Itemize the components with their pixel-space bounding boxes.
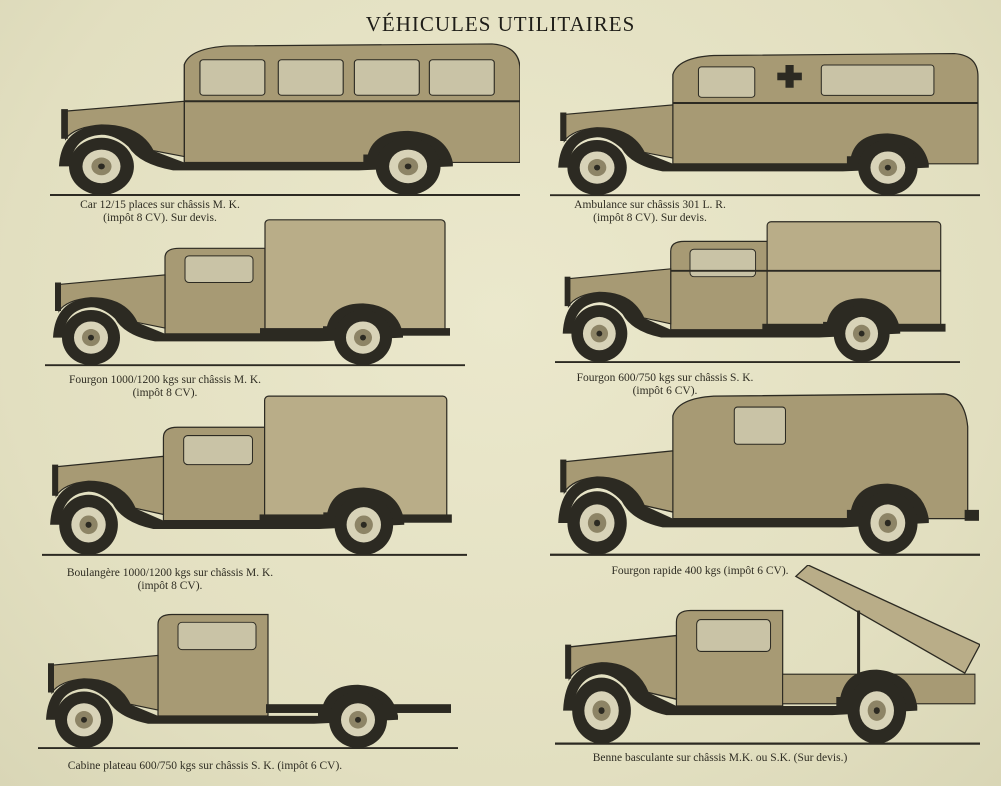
caption-line: Fourgon 1000/1200 kgs sur châssis M. K.: [68, 374, 262, 386]
caption-bus: Car 12/15 places sur châssis M. K. (impô…: [40, 199, 280, 225]
caption-cabine-plateau: Cabine plateau 600/750 kgs sur châssis S…: [30, 760, 380, 773]
wheel: [847, 677, 907, 744]
caption-line: (impôt 8 CV).: [132, 387, 198, 399]
wheel: [858, 140, 918, 196]
fenders: [46, 678, 398, 724]
caption-line: Cabine plateau 600/750 kgs sur châssis S…: [67, 760, 343, 772]
fenders: [58, 124, 453, 171]
window: [353, 59, 420, 96]
grille: [564, 276, 571, 307]
window: [277, 59, 344, 96]
wheel: [334, 494, 394, 555]
caption-line: (impôt 8 CV). Sur devis.: [103, 212, 217, 224]
tipping-bed: [794, 565, 980, 674]
caption-line: Car 12/15 places sur châssis M. K.: [80, 199, 240, 211]
hood: [51, 654, 159, 711]
grille: [61, 109, 68, 139]
wheel: [329, 691, 387, 749]
wheel: [59, 494, 118, 555]
wheel: [55, 691, 113, 749]
red-cross-icon: [777, 65, 802, 88]
wheel: [858, 491, 918, 555]
vehicle-illustration-boulangere: [42, 392, 467, 558]
caption-line: (impôt 6 CV).: [632, 385, 698, 397]
vehicle-illustration-ambulance: [550, 46, 980, 198]
fenders: [562, 292, 901, 338]
caption-fourgon-rapide: Fourgon rapide 400 kgs (impôt 6 CV).: [590, 565, 810, 578]
fenders: [50, 481, 405, 529]
hood: [567, 268, 672, 325]
caption-fourgon-mk: Fourgon 1000/1200 kgs sur châssis M. K. …: [40, 374, 290, 400]
grille: [48, 663, 54, 693]
caption-fourgon-sk: Fourgon 600/750 kgs sur châssis S. K. (i…: [555, 372, 775, 398]
cab-window: [183, 435, 253, 466]
window: [428, 59, 495, 96]
window: [199, 59, 266, 96]
cab-window: [689, 248, 757, 278]
vehicle-illustration-fourgon-sk: [555, 208, 960, 365]
grille: [55, 282, 61, 311]
vehicle-illustration-bus: [50, 40, 520, 198]
vehicle-illustration-fourgon-mk: [45, 216, 465, 368]
hood: [58, 274, 166, 329]
fenders: [558, 477, 929, 528]
grille: [52, 464, 59, 496]
caption-line: Fourgon 600/750 kgs sur châssis S. K.: [576, 372, 754, 384]
page-title: VÉHICULES UTILITAIRES: [365, 12, 636, 36]
hood: [563, 104, 674, 159]
wheel: [334, 310, 392, 366]
caption-ambulance: Ambulance sur châssis 301 L. R. (impôt 8…: [550, 199, 750, 225]
wheel: [375, 137, 441, 196]
vehicle-illustration-cabine-plateau: [38, 595, 458, 751]
fenders: [53, 297, 403, 342]
wheel: [567, 140, 627, 196]
grille: [565, 644, 572, 679]
cab-window: [696, 619, 772, 653]
fenders: [558, 127, 929, 172]
hood: [55, 455, 165, 516]
wheel: [567, 491, 627, 555]
hood: [563, 450, 674, 513]
caption-line: Ambulance sur châssis 301 L. R.: [574, 199, 726, 211]
fenders: [563, 662, 918, 716]
caption-benne-basculante: Benne basculante sur châssis M.K. ou S.K…: [565, 752, 875, 765]
grille: [560, 112, 567, 141]
caption-line: Boulangère 1000/1200 kgs sur châssis M. …: [66, 567, 274, 579]
vehicle-illustration-fourgon-rapide: [550, 383, 980, 558]
wheel: [572, 677, 631, 744]
caption-boulangere: Boulangère 1000/1200 kgs sur châssis M. …: [40, 567, 300, 593]
vehicle-illustration-benne-basculante: [555, 565, 980, 747]
cab-window: [184, 255, 254, 283]
grille: [560, 459, 567, 493]
wheel: [571, 305, 628, 363]
caption-line: Fourgon rapide 400 kgs (impôt 6 CV).: [611, 565, 789, 577]
hood: [64, 100, 185, 158]
hood: [568, 634, 678, 701]
caption-line: Benne basculante sur châssis M.K. ou S.K…: [592, 752, 848, 764]
caption-line: (impôt 8 CV).: [137, 580, 203, 592]
cab-window: [177, 621, 257, 651]
wheel: [62, 310, 120, 366]
wheel: [833, 305, 890, 363]
caption-line: (impôt 8 CV). Sur devis.: [593, 212, 707, 224]
wheel: [69, 137, 134, 196]
